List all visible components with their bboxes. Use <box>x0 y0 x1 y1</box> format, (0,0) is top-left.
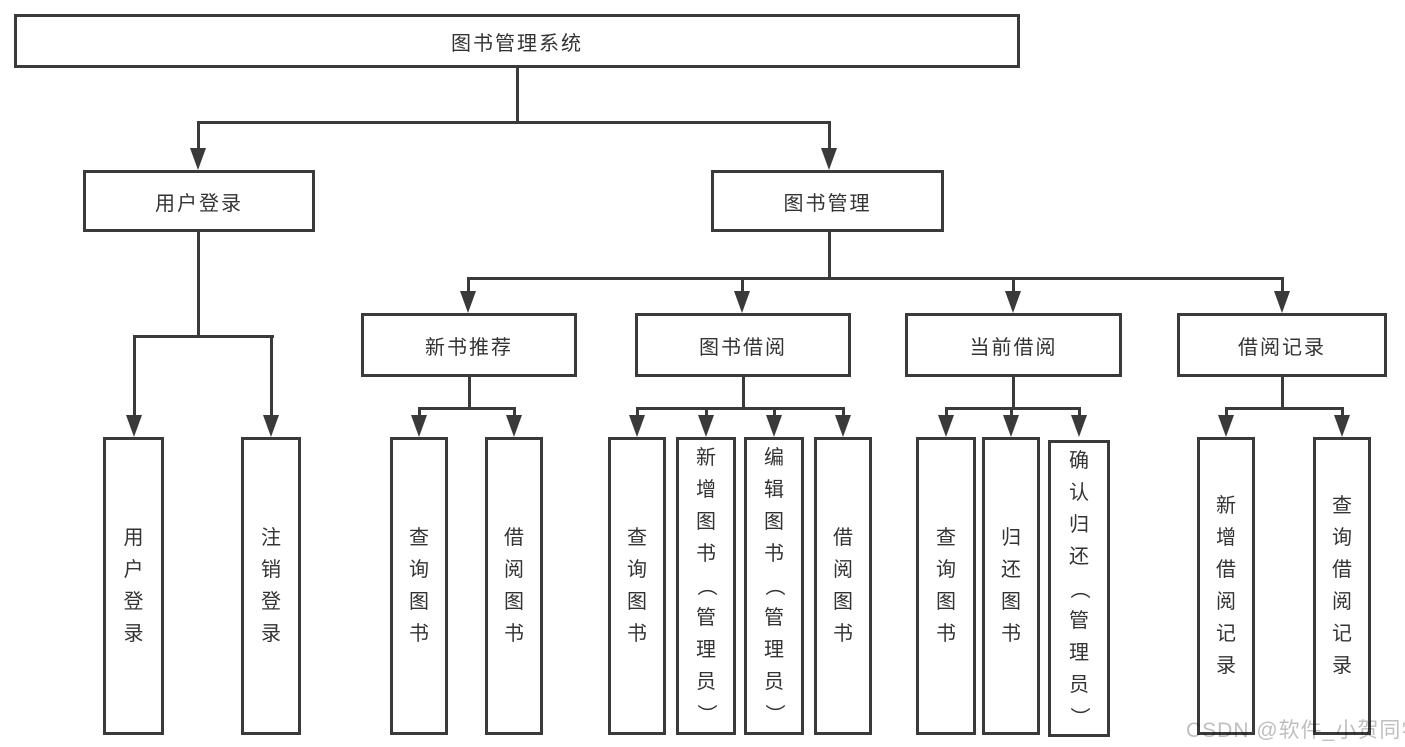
connector-hline <box>467 277 1283 280</box>
arrow-down-icon <box>835 415 851 437</box>
leaf-borrow-book-newbook: 借阅图书 <box>485 437 543 735</box>
arrow-down-icon <box>698 415 714 437</box>
connector-vline <box>1012 375 1015 410</box>
connector-vline <box>1225 407 1228 417</box>
connector-vline <box>418 407 421 417</box>
leaf-confirm-return-admin: 确认归还（管理员） <box>1048 440 1110 737</box>
watermark: CSDN @软件_小贺同学 <box>1186 719 1405 742</box>
connector-vline <box>513 407 516 417</box>
leaf-return-book: 归还图书 <box>982 437 1040 735</box>
leaf-user-login: 用户登录 <box>103 437 164 735</box>
connector-hline <box>1225 407 1343 410</box>
leaf-borrow-book-borrow: 借阅图书 <box>814 437 872 735</box>
connector-vline <box>828 121 831 151</box>
leaf-query-book-borrow: 查询图书 <box>608 437 666 735</box>
arrow-down-icon <box>1274 291 1290 313</box>
connector-vline <box>468 375 471 410</box>
connector-vline <box>842 407 845 417</box>
arrow-down-icon <box>766 415 782 437</box>
connector-vline <box>773 407 776 417</box>
leaf-query-book-current: 查询图书 <box>916 437 976 735</box>
connector-vline <box>197 230 200 338</box>
connector-vline <box>1010 407 1013 417</box>
arrow-down-icon <box>506 415 522 437</box>
connector-vline <box>516 66 519 124</box>
arrow-down-icon <box>411 415 427 437</box>
arrow-down-icon <box>1218 415 1234 437</box>
arrow-down-icon <box>1005 291 1021 313</box>
connector-vline <box>741 277 744 294</box>
arrow-down-icon <box>734 291 750 313</box>
leaf-logout: 注销登录 <box>241 437 301 735</box>
node-root: 图书管理系统 <box>14 14 1020 68</box>
arrow-down-icon <box>263 415 279 437</box>
connector-vline <box>133 335 136 417</box>
connector-vline <box>828 230 831 280</box>
connector-vline <box>1341 407 1344 417</box>
connector-vline <box>945 407 948 417</box>
node-borrow-records: 借阅记录 <box>1177 313 1387 377</box>
arrow-down-icon <box>126 415 142 437</box>
connector-hline <box>133 335 274 338</box>
connector-vline <box>1078 407 1081 417</box>
leaf-query-borrow-record: 查询借阅记录 <box>1313 437 1371 735</box>
arrow-down-icon <box>629 415 645 437</box>
connector-hline <box>636 407 844 410</box>
connector-vline <box>197 121 200 151</box>
arrow-down-icon <box>1334 415 1350 437</box>
node-user-login: 用户登录 <box>83 170 315 232</box>
arrow-down-icon <box>821 148 837 170</box>
connector-vline <box>270 335 273 417</box>
connector-vline <box>705 407 708 417</box>
node-book-borrow: 图书借阅 <box>635 313 851 377</box>
connector-vline <box>636 407 639 417</box>
arrow-down-icon <box>460 291 476 313</box>
leaf-edit-book-admin: 编辑图书（管理员） <box>744 437 804 735</box>
connector-vline <box>742 375 745 410</box>
node-new-book-rec: 新书推荐 <box>361 313 577 377</box>
connector-vline <box>1012 277 1015 294</box>
arrow-down-icon <box>190 148 206 170</box>
leaf-query-book-newbook: 查询图书 <box>390 437 448 735</box>
connector-hline <box>197 121 830 124</box>
node-book-mgmt: 图书管理 <box>711 170 944 232</box>
leaf-add-borrow-record: 新增借阅记录 <box>1197 437 1255 735</box>
connector-hline <box>418 407 515 410</box>
connector-vline <box>1281 277 1284 294</box>
arrow-down-icon <box>938 415 954 437</box>
connector-vline <box>467 277 470 294</box>
leaf-add-book-admin: 新增图书（管理员） <box>676 437 736 735</box>
node-current-borrow: 当前借阅 <box>905 313 1122 377</box>
connector-vline <box>1281 375 1284 410</box>
arrow-down-icon <box>1003 415 1019 437</box>
arrow-down-icon <box>1071 415 1087 437</box>
